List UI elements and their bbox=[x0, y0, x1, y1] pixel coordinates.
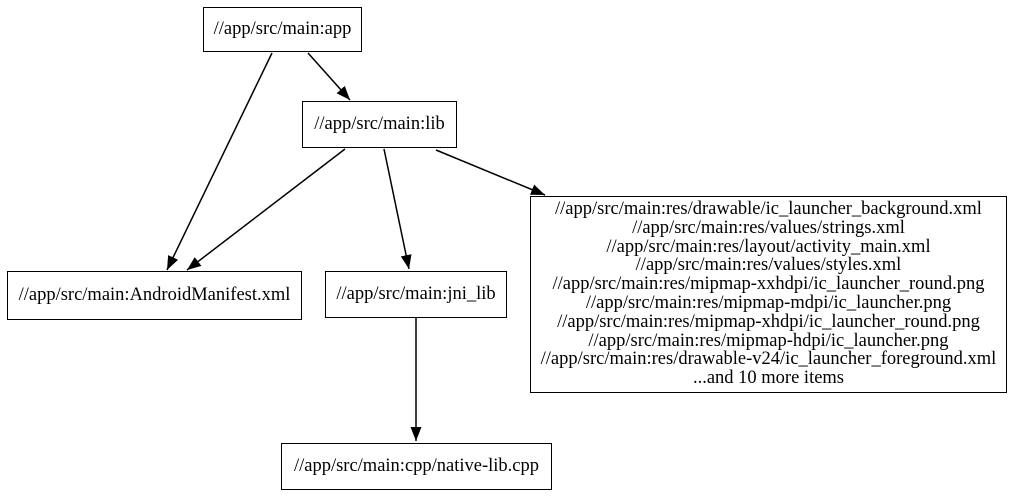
edge-lib-to-jni_lib bbox=[383, 148, 412, 270]
node-android-manifest: //app/src/main:AndroidManifest.xml bbox=[7, 271, 302, 320]
node-native-lib-cpp-label: //app/src/main:cpp/native-lib.cpp bbox=[293, 456, 540, 477]
node-lib-label: //app/src/main:lib bbox=[314, 114, 445, 135]
node-android-manifest-label: //app/src/main:AndroidManifest.xml bbox=[18, 285, 291, 306]
node-app: //app/src/main:app bbox=[203, 7, 362, 52]
edge-lib-to-resources bbox=[435, 149, 546, 196]
node-native-lib-cpp: //app/src/main:cpp/native-lib.cpp bbox=[281, 443, 552, 490]
edge-app-to-android_manifest bbox=[166, 52, 273, 271]
node-resources-list-label: //app/src/main:res/drawable/ic_launcher_… bbox=[540, 199, 997, 389]
node-jni-lib-label: //app/src/main:jni_lib bbox=[336, 284, 496, 305]
node-resources-list: //app/src/main:res/drawable/ic_launcher_… bbox=[530, 196, 1007, 393]
node-jni-lib: //app/src/main:jni_lib bbox=[325, 271, 507, 318]
node-lib: //app/src/main:lib bbox=[302, 101, 457, 148]
edge-app-to-lib bbox=[307, 52, 351, 101]
edge-lib-to-android_manifest bbox=[186, 148, 346, 271]
node-app-label: //app/src/main:app bbox=[213, 19, 352, 40]
